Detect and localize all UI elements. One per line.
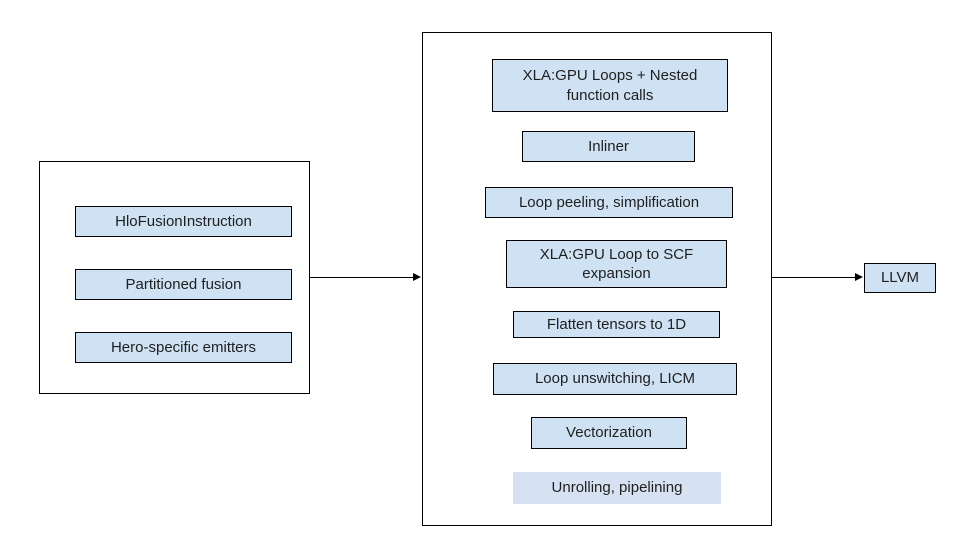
fusion-stage-container-box xyxy=(39,161,310,394)
node-hero-specific-emitters: Hero-specific emitters xyxy=(75,332,292,363)
node-xla-gpu-loop-to-scf-expansion: XLA:GPU Loop to SCF expansion xyxy=(506,240,727,288)
node-unrolling-pipelining: Unrolling, pipelining xyxy=(513,472,721,504)
arrowhead-right-icon xyxy=(413,273,421,281)
node-loop-peeling-simplification: Loop peeling, simplification xyxy=(485,187,733,218)
pipeline-stage-container-box xyxy=(422,32,772,526)
node-partitioned-fusion: Partitioned fusion xyxy=(75,269,292,300)
node-hlo-fusion-instruction: HloFusionInstruction xyxy=(75,206,292,237)
node-llvm: LLVM xyxy=(864,263,936,293)
node-flatten-tensors-to-1d: Flatten tensors to 1D xyxy=(513,311,720,338)
node-inliner: Inliner xyxy=(522,131,695,162)
node-vectorization: Vectorization xyxy=(531,417,687,449)
arrow-pipeline-to-llvm-line xyxy=(772,277,856,278)
arrowhead-right-icon xyxy=(855,273,863,281)
arrow-fusion-to-pipeline-line xyxy=(310,277,414,278)
node-xla-gpu-loops-nested-calls: XLA:GPU Loops + Nested function calls xyxy=(492,59,728,112)
node-loop-unswitching-licm: Loop unswitching, LICM xyxy=(493,363,737,395)
